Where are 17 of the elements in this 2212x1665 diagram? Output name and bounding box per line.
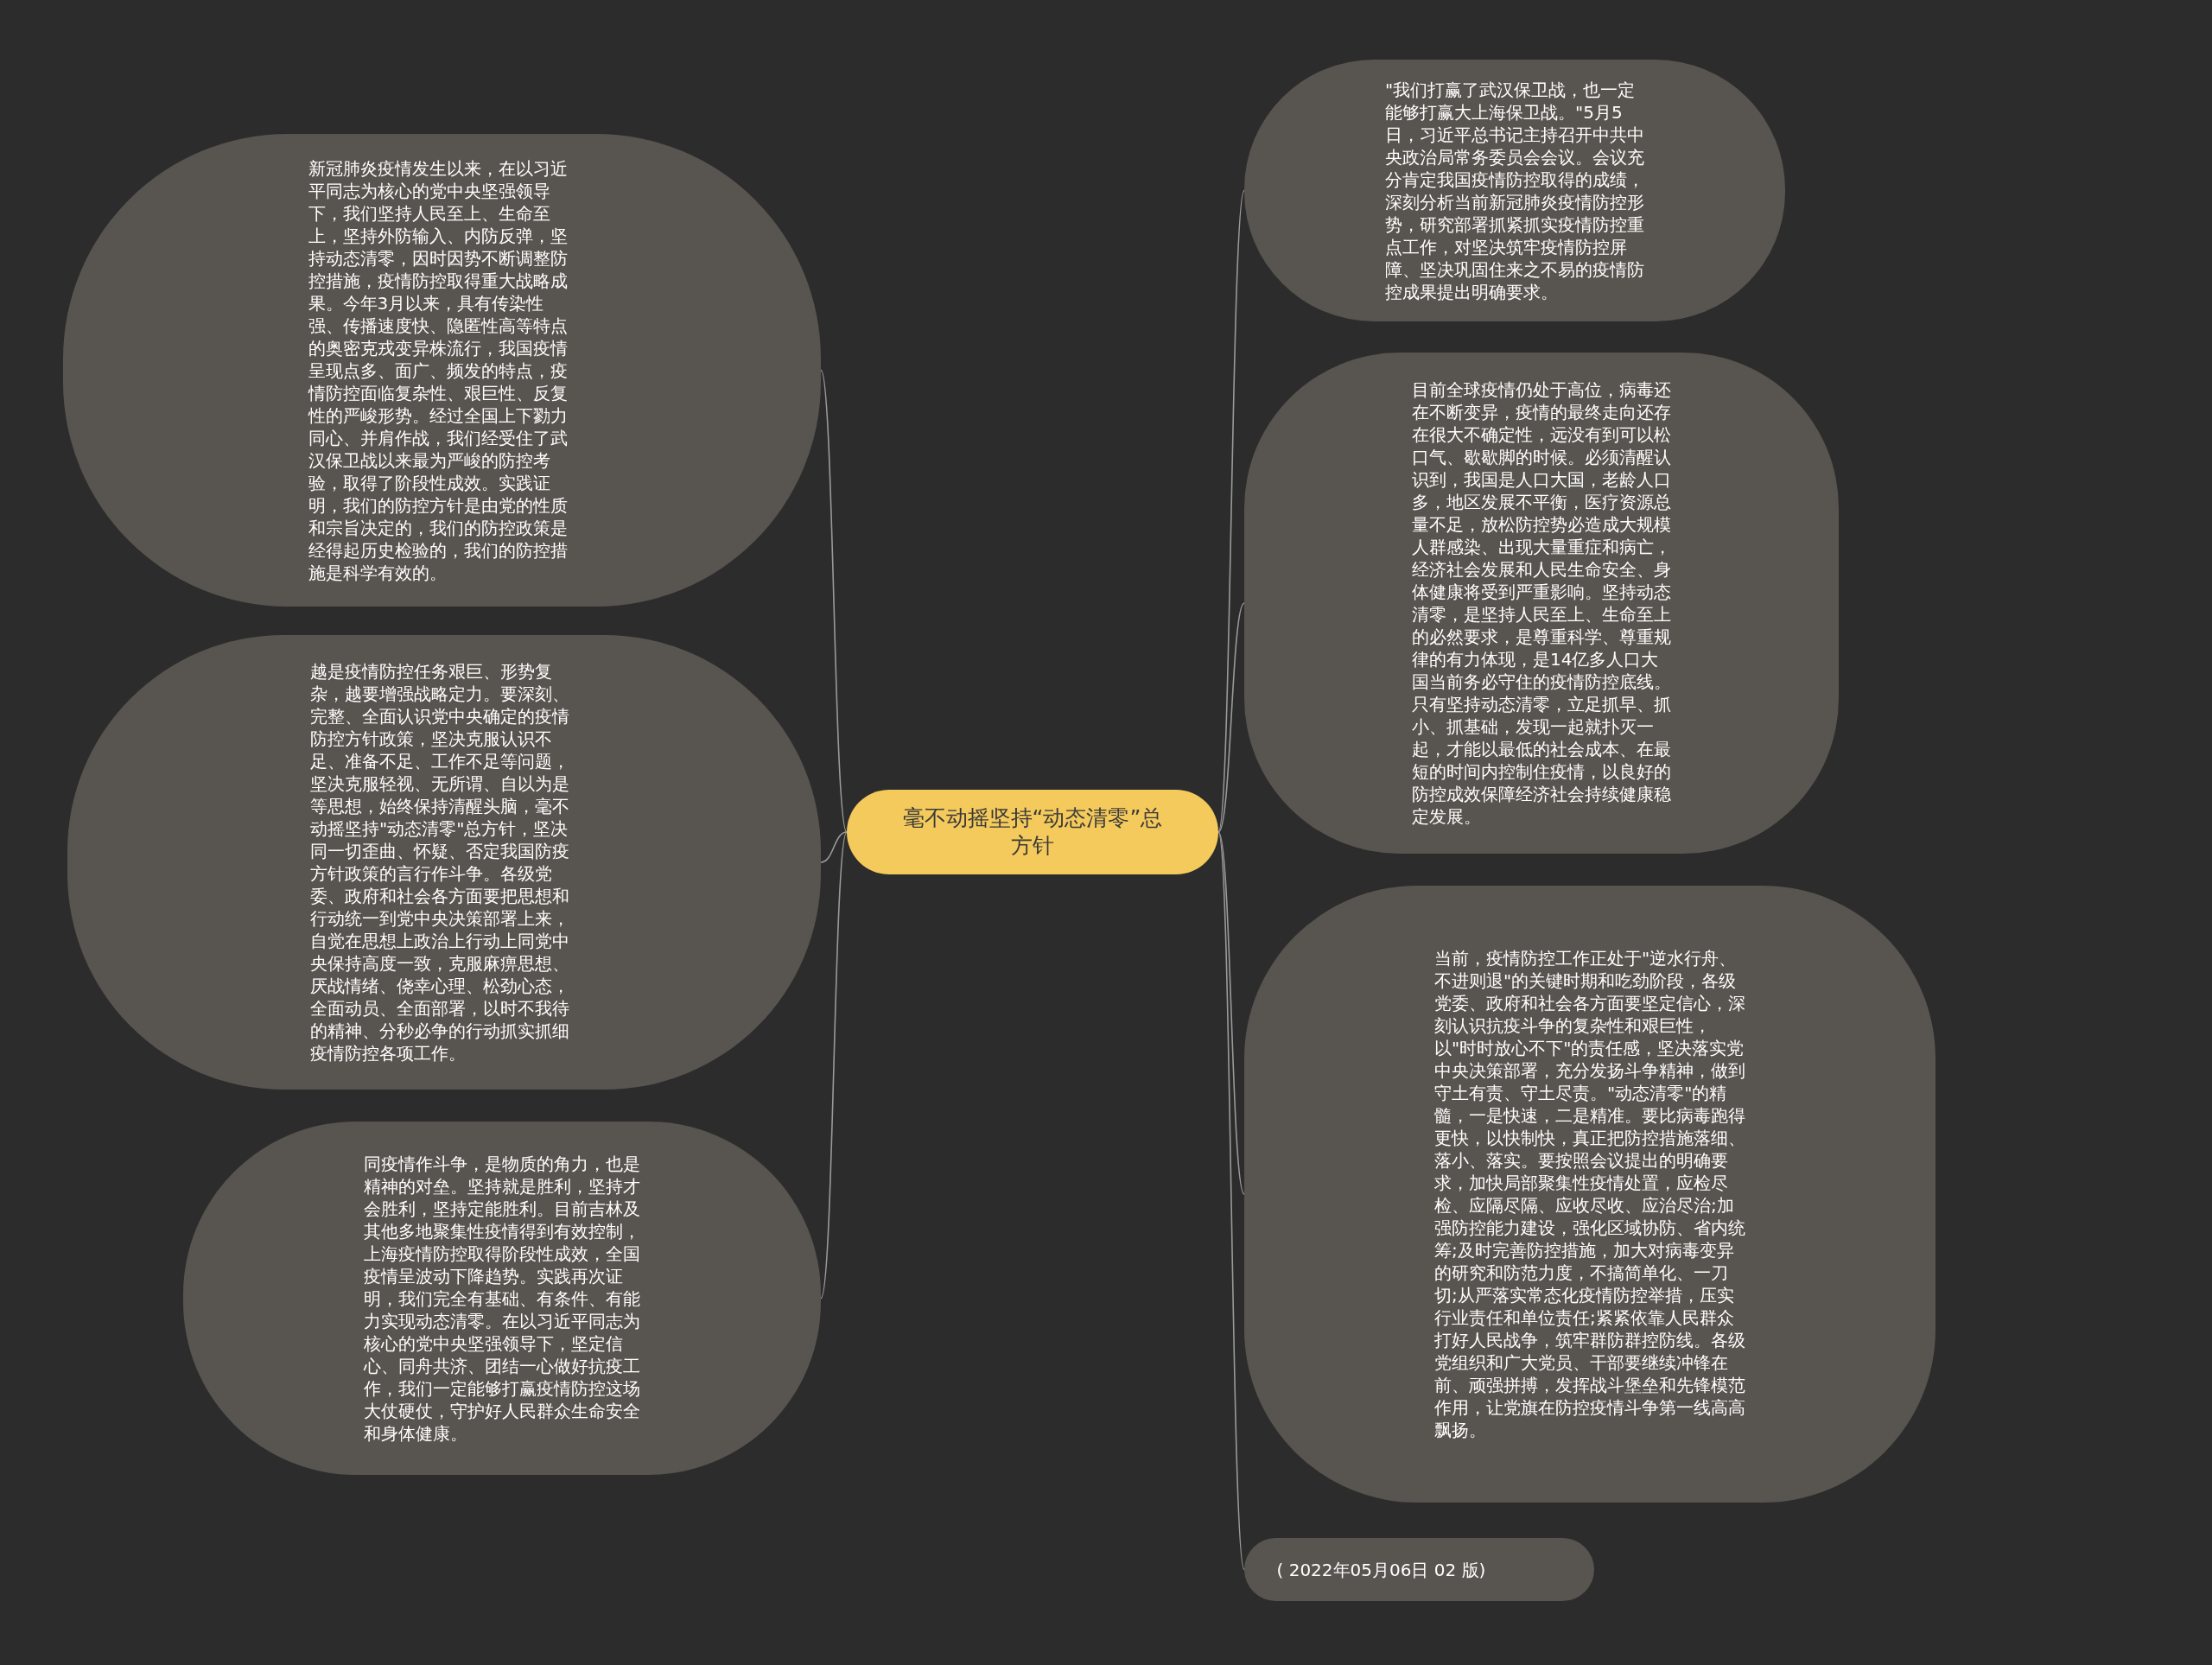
central-topic <box>847 790 1218 874</box>
topic-text: 毫不动摇坚持“动态清零”总方针 <box>901 804 1164 860</box>
connector-line <box>1217 602 1245 833</box>
topic-bubble <box>1244 1538 1594 1601</box>
connector-line <box>820 831 848 863</box>
topic-text: 目前全球疫情仍处于高位，病毒还在不断变异，疫情的最终走向还存在很大不确定性，远没有到可以松口气、歇歇脚的时候。必须清醒认识到，我国是人口大国，老龄人口多，地区发展不平衡，医疗资源总量不足，放松防控势必造成大规模人群感染、出现大量重症和病亡，经济社会发展和人民生命安全、身体健康将受到严重影响。坚持动态清零，是坚持人民至上、生命至上的必然要求，是尊重科学、尊重规律的有力体现，是14亿多人口大国当前务必守住的疫情防控底线。只有坚持动态清零，立足抓早、抓小、抓基础，发现一起就扑灭一起，才能以最低的社会成本、在最短的时间内控制住疫情，以良好的防控成效保障经济社会持续健康稳定发展。 <box>1412 378 1671 828</box>
connector-line <box>1217 831 1245 1195</box>
topic-text: 新冠肺炎疫情发生以来，在以习近平同志为核心的党中央坚强领导下，我们坚持人民至上、生命至上，坚持外防输入、内防反弹，坚持动态清零，因时因势不断调整防控措施，疫情防控取得重大战略成果。今年3月以来，具有传染性强、传播速度快、隐匿性高等特点的奥密克戎变异株流行，我国疫情呈现点多、面广、频发的特点，疫情防控面临复杂性、艰巨性、反复性的严峻形势。经过全国上下勠力同心、并肩作战，我们经受住了武汉保卫战以来最为严峻的防控考验，取得了阶段性成效。实践证明，我们的防控方针是由党的性质和宗旨决定的，我们的防控政策是经得起历史检验的，我们的防控措施是科学有效的。 <box>308 156 569 584</box>
topic-text: "我们打赢了武汉保卫战，也一定能够打赢大上海保卫战。"5月5日，习近平总书记主持召开中共中央政治局常务委员会会议。会议充分肯定我国疫情防控取得的成绩，深刻分析当前新冠肺炎疫情防控形势，研究部署抓紧抓实疫情防控重点工作，对坚决筑牢疫情防控屏障、坚决巩固住来之不易的疫情防控成果提出明确要求。 <box>1385 78 1644 303</box>
topic-bubble <box>1244 886 1936 1503</box>
topic-bubble <box>1244 353 1839 854</box>
connector-line <box>820 831 848 1300</box>
topic-text: 同疫情作斗争，是物质的角力，也是精神的对垒。坚持就是胜利，坚持才会胜利，坚持定能胜利。目前吉林及其他多地聚集性疫情得到有效控制，上海疫情防控取得阶段性成效，全国疫情呈波动下降趋势。实践再次证明，我们完全有基础、有条件、有能力实现动态清零。在以习近平同志为核心的党中央坚强领导下，坚定信心、同舟共济、团结一心做好抗疫工作，我们一定能够打赢疫情防控这场大仗硬仗，守护好人民群众生命安全和身体健康。 <box>364 1152 640 1445</box>
connector-line <box>820 369 848 833</box>
topic-text: 当前，疫情防控工作正处于"逆水行舟、不进则退"的关键时期和吃劲阶段，各级党委、政府和社会各方面要坚定信心，深刻认识抗疫斗争的复杂性和艰巨性，以"时时放心不下"的责任感，坚决落实党中央决策部署，充分发扬斗争精神，做到守土有责、守土尽责。"动态清零"的精髓，一是快速，二是精准。要比病毒跑得更快，以快制快，真正把防控措施落细、落小、落实。要按照会议提出的明确要求，加快局部聚集性疫情处置，应检尽检、应隔尽隔、应收尽收、应治尽治;加强防控能力建设，强化区域协防、省内统筹;及时完善防控措施，加大对病毒变异的研究和防范力度，不搞简单化、一刀切;从严落实常态化疫情防控举措，压实行业责任和单位责任;紧紧依靠人民群众打好人民战争，筑牢群防群控防线。各级党组织和广大党员、干部要继续冲锋在前、顽强拼搏，发挥战斗堡垒和先锋模范作用，让党旗在防控疫情斗争第一线高高飘扬。 <box>1434 947 1745 1441</box>
topic-text: ( 2022年05月06日 02 版) <box>1276 1558 1487 1581</box>
topic-text: 越是疫情防控任务艰巨、形势复杂，越要增强战略定力。要深刻、完整、全面认识党中央确定的疫情防控方针政策，坚决克服认识不足、准备不足、工作不足等问题，坚决克服轻视、无所谓、自以为是等思想，始终保持清醒头脑，毫不动摇坚持"动态清零"总方针，坚决同一切歪曲、怀疑、否定我国防疫方针政策的言行作斗争。各级党委、政府和社会各方面要把思想和行动统一到党中央决策部署上来，自觉在思想上政治上行动上同党中央保持高度一致，克服麻痹思想、厌战情绪、侥幸心理、松劲心态，全面动员、全面部署，以时不我待的精神、分秒必争的行动抓实抓细疫情防控各项工作。 <box>310 660 570 1064</box>
